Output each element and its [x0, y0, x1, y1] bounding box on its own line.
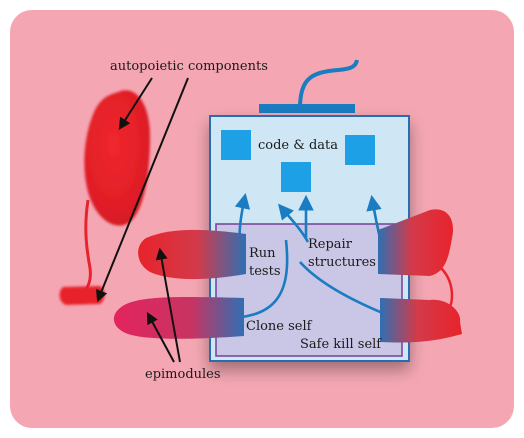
- repair-label-line2: structures: [308, 255, 376, 270]
- arrow-to-top-blob: [118, 77, 153, 131]
- power-cable: [298, 59, 359, 109]
- pointer-arrows: [96, 77, 189, 363]
- plug-repair: [378, 209, 454, 276]
- autopoietic-components: [59, 90, 462, 343]
- run-tests-label-line1: Run: [249, 246, 276, 261]
- arrow-repair-to-data-left: [278, 203, 310, 243]
- run-tests-label-line2: tests: [249, 264, 280, 279]
- epimodule-zone: [215, 223, 403, 357]
- safe-kill-self-label: Safe kill self: [300, 337, 382, 352]
- container-top-bar: [259, 104, 355, 113]
- red-chunk-small: [59, 286, 105, 305]
- clone-self-label: Clone self: [246, 319, 313, 334]
- data-block-left: [221, 130, 251, 160]
- data-block-right: [345, 135, 375, 165]
- autopoietic-components-label: autopoietic components: [110, 59, 268, 74]
- arrow-to-small-chunk: [96, 77, 189, 303]
- repair-label-line1: Repair: [308, 237, 353, 252]
- plug-safe-kill: [380, 298, 462, 343]
- safe-kill-curve: [299, 261, 391, 318]
- epimodules-label: epimodules: [145, 367, 221, 382]
- arrow-epi-to-clone: [146, 311, 175, 363]
- plug-clone-self: [113, 297, 244, 339]
- plug-run-tests: [138, 229, 246, 280]
- arrow-epi-to-run-tests: [155, 247, 181, 363]
- red-blob-top: [84, 90, 150, 226]
- code-data-label: code & data: [258, 138, 338, 153]
- data-block-center: [281, 162, 311, 192]
